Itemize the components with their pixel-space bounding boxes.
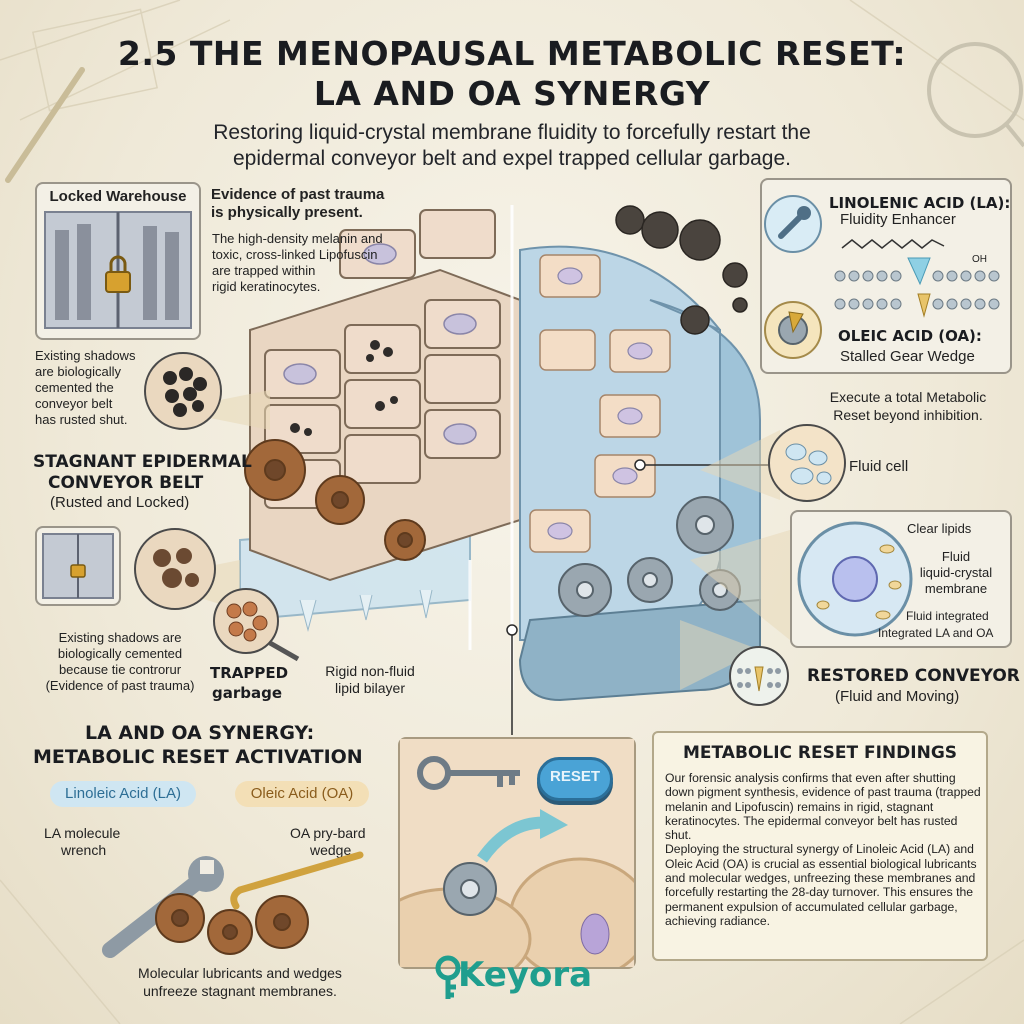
shadows2-note-1: Existing shadows are xyxy=(58,630,182,645)
keyora-logo-icon xyxy=(435,955,461,999)
la-tool-label-1: LA molecule xyxy=(44,825,121,841)
trapped-label-2: garbage xyxy=(212,684,283,702)
fluid-cell-icon xyxy=(768,424,846,502)
page-title-line2: LA AND OA SYNERGY xyxy=(313,74,711,113)
findings-panel: METABOLIC RESET FINDINGS Our forensic an… xyxy=(652,731,988,961)
synergy-tools-illustration xyxy=(102,851,364,958)
locked-door-small-icon xyxy=(42,533,114,599)
rigid-bilayer-label-2: lipid bilayer xyxy=(334,680,406,696)
pry-bar-icon xyxy=(230,851,364,910)
shadows-note-4: conveyor belt xyxy=(35,396,113,411)
la-pill: Linoleic Acid (LA) xyxy=(50,781,196,807)
synergy-title-1: LA AND OA SYNERGY: xyxy=(85,722,315,744)
findings-title: METABOLIC RESET FINDINGS xyxy=(682,743,958,763)
rusted-gear-icon xyxy=(155,893,309,955)
evidence-body-4: rigid keratinocytes. xyxy=(212,279,321,294)
fluid-cell-label: Fluid cell xyxy=(849,458,909,475)
oa-pill: Oleic Acid (OA) xyxy=(235,781,369,807)
trapped-garbage-icon xyxy=(213,588,300,662)
gear-icon xyxy=(443,862,497,916)
pencil-icon xyxy=(5,67,85,183)
cemented-shadows-icon xyxy=(134,528,216,610)
fluid-membrane-label-2: liquid-crystal xyxy=(919,565,993,580)
fluid-membrane-cell-icon xyxy=(797,521,913,637)
evidence-body-1: The high-density melanin and xyxy=(212,231,383,246)
shadows-note-3: cemented the xyxy=(35,380,114,395)
shadows-note-2: are biologically xyxy=(35,364,121,379)
la-panel-subtitle: Fluidity Enhancer xyxy=(840,211,956,228)
evidence-heading-1: Evidence of past trauma xyxy=(211,186,385,203)
warehouse-label: Locked Warehouse xyxy=(49,188,187,205)
rigid-bilayer-label-1: Rigid non-fluid xyxy=(325,663,415,679)
la-panel-title: LINOLENIC ACID (LA): xyxy=(829,194,1011,212)
stagnant-belt-heading-2: CONVEYOR BELT xyxy=(48,473,204,493)
wrench-icon xyxy=(764,195,822,253)
synergy-caption-1: Molecular lubricants and wedges xyxy=(138,965,342,981)
page-subtitle-line2: epidermal conveyor belt and expel trappe… xyxy=(232,147,792,170)
key-icon xyxy=(417,756,520,790)
melanin-cluster-icon xyxy=(144,352,222,430)
expelled-garbage xyxy=(615,205,748,335)
oa-tool-label-1: OA pry-bard xyxy=(290,825,366,841)
evidence-body-2: toxic, cross-linked Lipofuscin xyxy=(212,247,378,262)
shadows2-note-4: (Evidence of past trauma) xyxy=(45,678,195,693)
fluid-membrane-label-1: Fluid xyxy=(941,549,971,564)
trapped-label-1: TRAPPED xyxy=(210,664,289,682)
fluid-membrane-label-3: membrane xyxy=(924,581,988,596)
page-title-line1: 2.5 THE MENOPAUSAL METABOLIC RESET: xyxy=(117,34,907,73)
findings-paragraph-1: Our forensic analysis confirms that even… xyxy=(665,771,981,843)
restored-conveyor-subtitle: (Fluid and Moving) xyxy=(835,688,960,705)
findings-body: Our forensic analysis confirms that even… xyxy=(665,771,981,928)
integrated-la-oa-label: Integrated LA and OA xyxy=(878,626,994,640)
fluid-integrated-label: Fluid integrated xyxy=(906,609,989,623)
brand-name: Keyora xyxy=(458,955,593,995)
lipid-bilayer-diagram xyxy=(834,239,1000,318)
synergy-title-2: METABOLIC RESET ACTIVATION xyxy=(33,746,363,768)
oa-panel-title: OLEIC ACID (OA): xyxy=(838,327,982,345)
shadows-note-1: Existing shadows xyxy=(35,348,136,363)
locked-door-icon xyxy=(44,211,192,329)
la-tool-label-2: wrench xyxy=(61,842,107,858)
synergy-caption-2: unfreeze stagnant membranes. xyxy=(143,983,337,999)
oa-panel-subtitle: Stalled Gear Wedge xyxy=(840,348,975,365)
oa-tool-label-2: wedge xyxy=(310,842,352,858)
evidence-heading-2: is physically present. xyxy=(211,204,363,221)
shadows-note-5: has rusted shut. xyxy=(35,412,128,427)
shadows2-note-2: biologically cemented xyxy=(57,646,183,661)
execute-note-2: Reset beyond inhibition. xyxy=(833,407,983,423)
stalled-gear-icon xyxy=(764,301,822,359)
restored-conveyor-heading: RESTORED CONVEYOR xyxy=(807,666,1020,686)
wrench-icon xyxy=(102,856,224,958)
shadows2-note-3: because tie controrur xyxy=(58,662,182,677)
findings-paragraph-2: Deploying the structural synergy of Lino… xyxy=(665,842,977,928)
magnifier-icon xyxy=(927,42,1024,148)
stagnant-belt-heading-1: STAGNANT EPIDERMAL xyxy=(33,452,252,472)
gear-icon xyxy=(558,496,741,617)
oh-label: OH xyxy=(972,254,987,265)
page-subtitle-line1: Restoring liquid-crystal membrane fluidi… xyxy=(213,121,811,144)
stagnant-belt-subtitle: (Rusted and Locked) xyxy=(50,494,190,511)
clear-lipids-label: Clear lipids xyxy=(907,521,972,536)
reset-button[interactable] xyxy=(537,757,613,801)
restored-membrane-icon xyxy=(729,646,789,706)
rusted-gear-icon xyxy=(244,439,426,561)
evidence-body-3: are trapped within xyxy=(212,263,316,278)
reset-panel-art xyxy=(400,739,634,967)
reset-button-label: RESET xyxy=(549,768,600,785)
execute-note-1: Execute a total Metabolic xyxy=(829,389,987,405)
